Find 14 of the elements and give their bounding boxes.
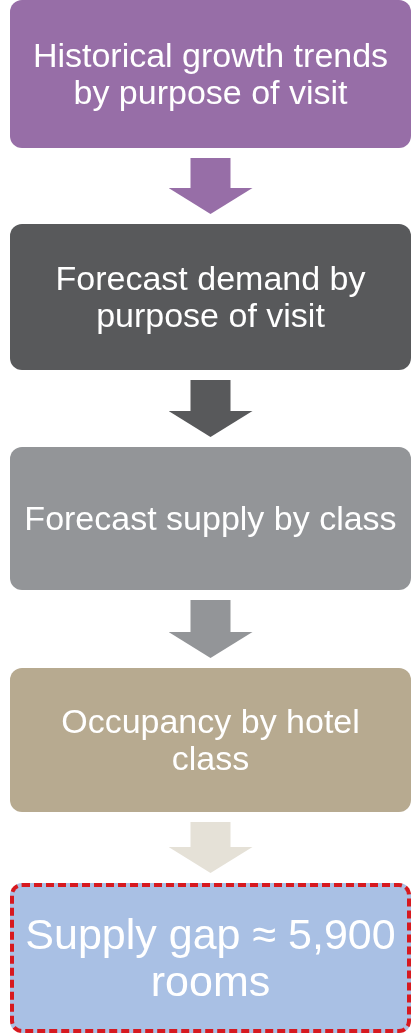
process-box (10, 0, 411, 148)
process-box (10, 224, 411, 370)
process-box (10, 447, 411, 590)
block-arrow (168, 600, 253, 658)
block-arrow (168, 822, 253, 873)
node-text: Forecast demand by purpose of visit (54, 259, 367, 335)
node-text: Forecast supply by class (24, 499, 397, 538)
node-text: Supply gap ≈ 5,900 rooms (24, 910, 397, 1006)
node-text: Occupancy by hotel class (60, 702, 361, 778)
result-box (10, 883, 411, 1033)
block-arrow (168, 380, 253, 437)
process-box (10, 668, 411, 812)
node-text: Historical growth trends by purpose of visit (31, 36, 390, 112)
block-arrow (168, 158, 253, 214)
